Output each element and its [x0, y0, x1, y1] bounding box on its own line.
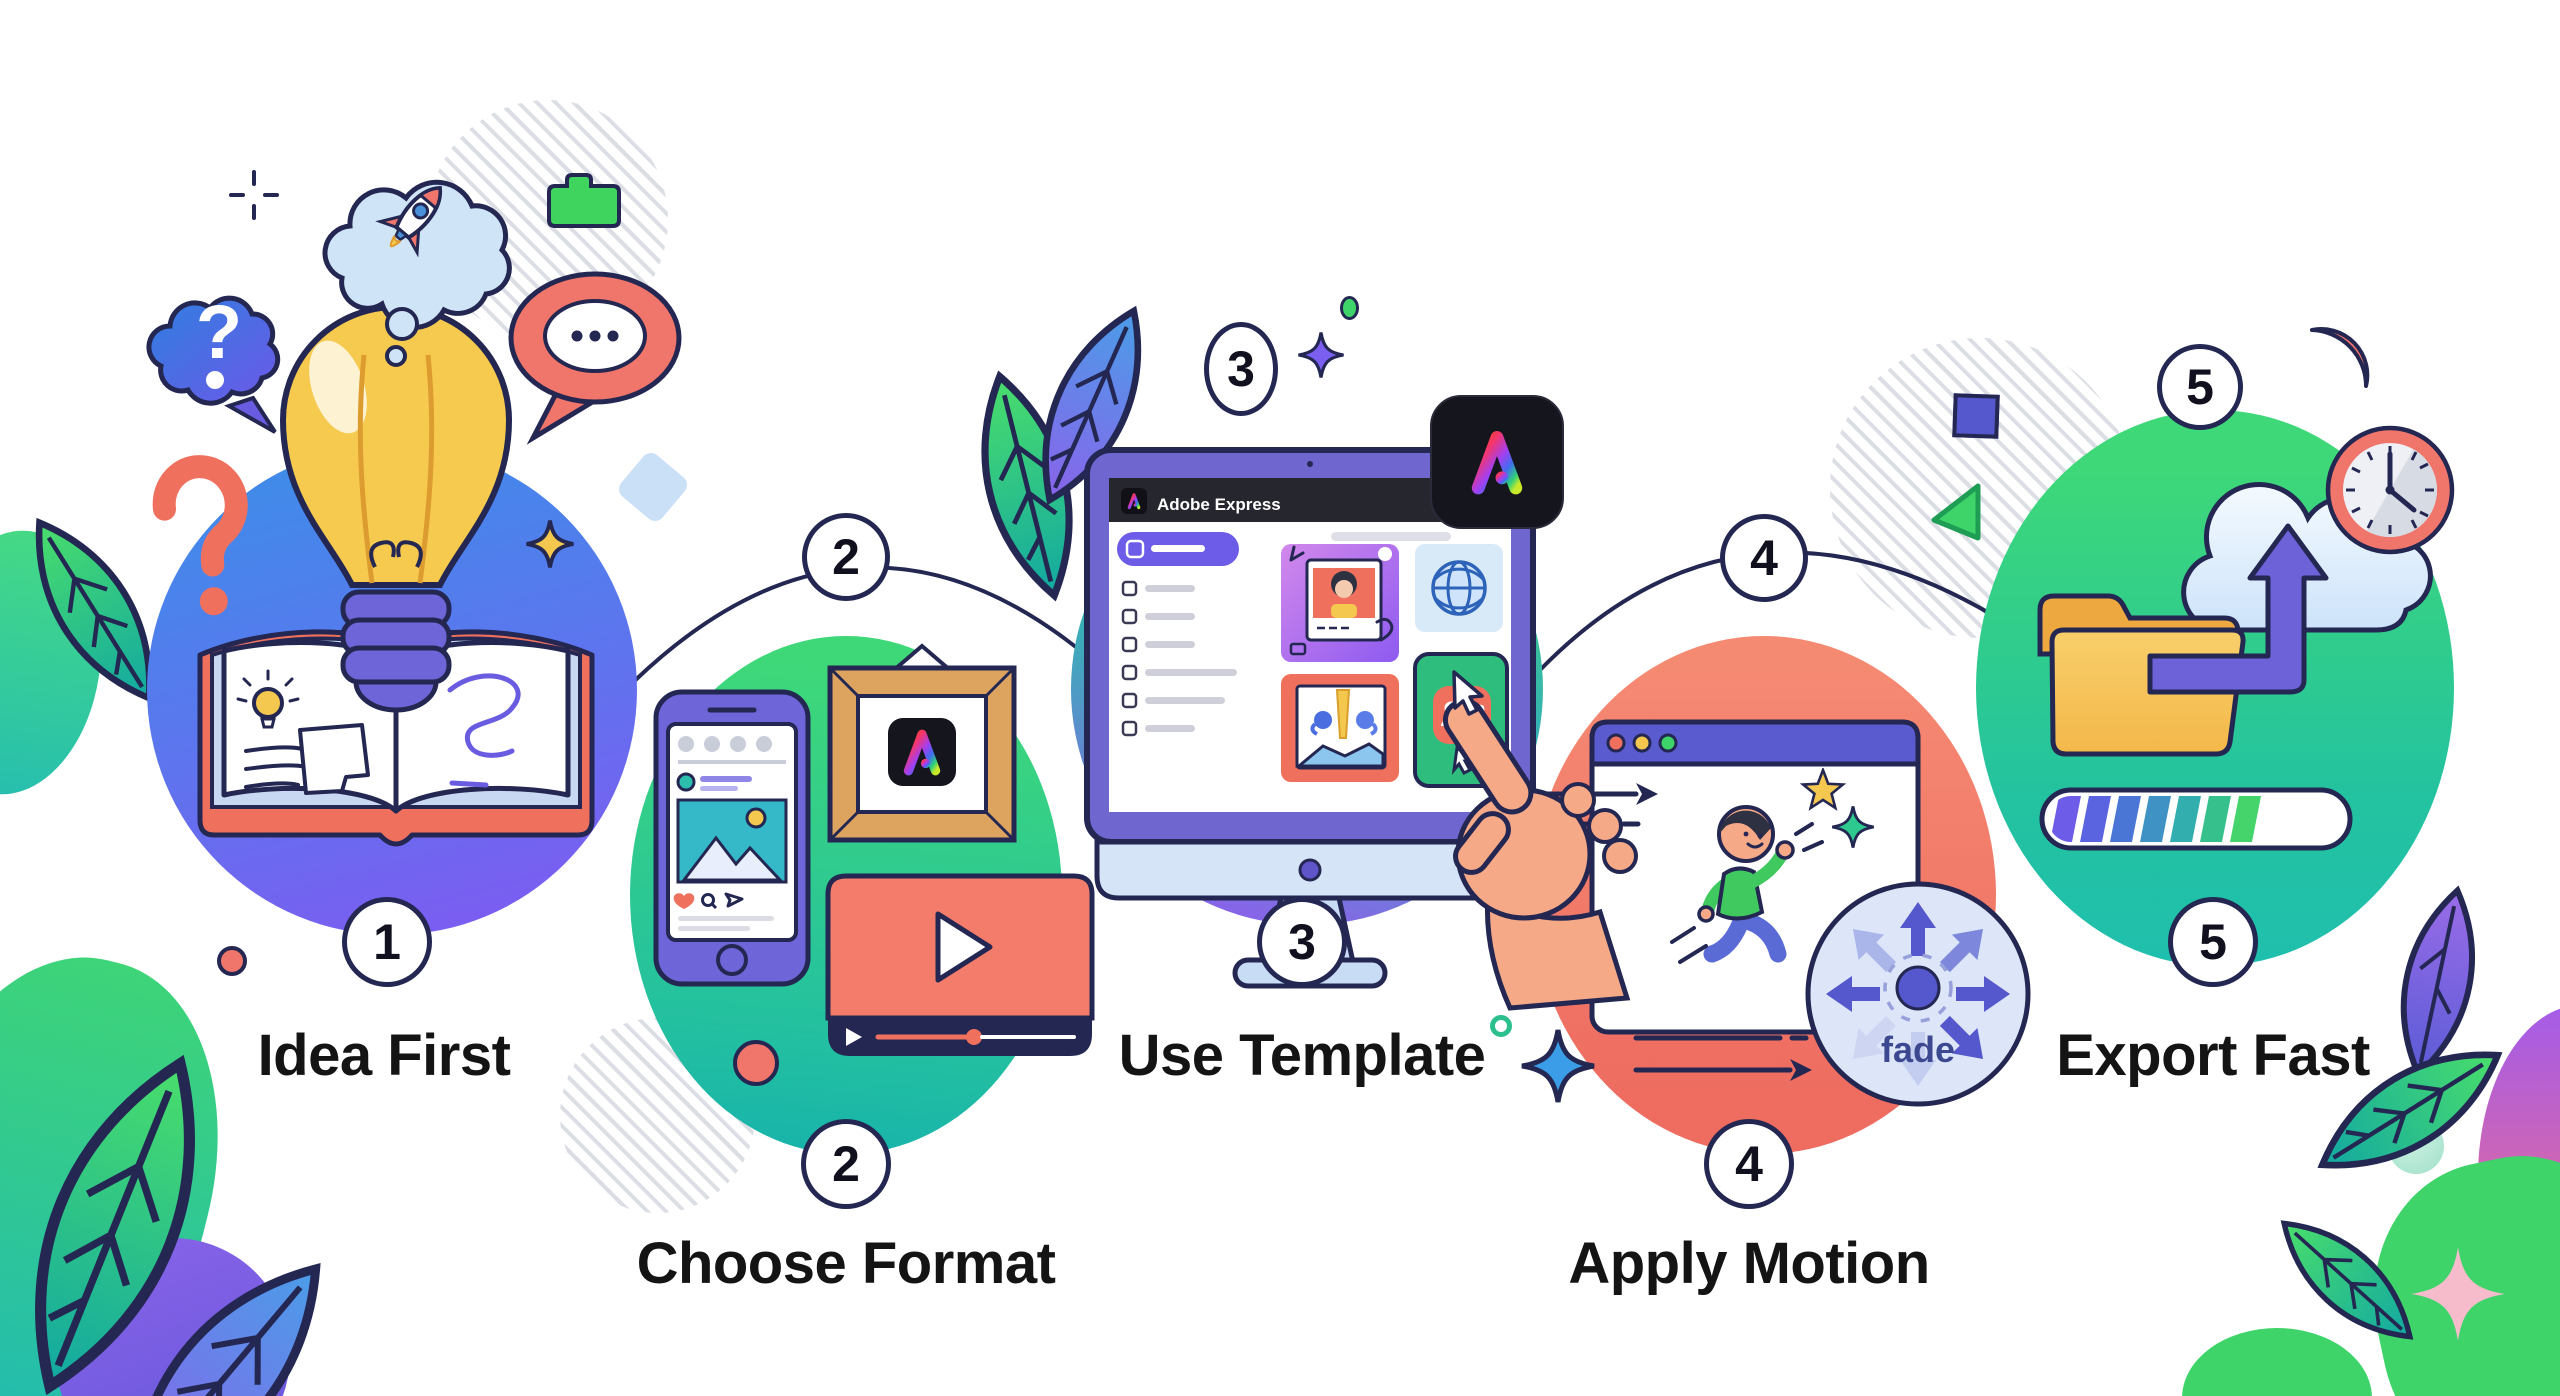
step5-badge: 5 [2168, 897, 2258, 987]
teal-ring-dot [1490, 1015, 1512, 1037]
step4-number: 4 [1735, 1136, 1763, 1192]
template-card-scene [1281, 674, 1399, 782]
question-mark-icon [152, 455, 248, 616]
video-player-icon [825, 873, 1095, 1056]
blue-sparkle-icon [1518, 1026, 1598, 1106]
step5-number: 5 [2199, 914, 2227, 970]
step4-badge-top: 4 [1720, 514, 1808, 602]
step5-label: Export Fast [2056, 1023, 2370, 1088]
step4-number-top: 4 [1750, 530, 1778, 586]
rocket-icon [375, 185, 443, 258]
step1-number: 1 [373, 914, 401, 970]
step2-badge-top: 2 [802, 513, 890, 601]
upload-arrow-icon [2147, 523, 2329, 695]
step3-number-top: 3 [1227, 341, 1255, 397]
svg-text:?: ? [196, 290, 242, 375]
step4-badge: 4 [1704, 1119, 1794, 1209]
purple-sparkle-icon [1296, 330, 1346, 380]
smartphone-social-post-icon [653, 689, 811, 987]
coral-circle-step2 [733, 1040, 779, 1086]
step1-label: Idea First [257, 1023, 511, 1088]
step2-number: 2 [832, 1136, 860, 1192]
crescent-icon [2310, 327, 2370, 388]
step1-badge: 1 [342, 897, 432, 987]
clock-icon [2325, 425, 2455, 555]
template-card-globe [1415, 544, 1503, 632]
runner-character [1670, 805, 1824, 964]
pink-sparkle-icon [2411, 1247, 2505, 1341]
motion-arrows-bottom-icon [1633, 1035, 1812, 1081]
step3-number: 3 [1288, 914, 1316, 970]
monitor-app-title: Adobe Express [1157, 495, 1281, 514]
template-card-photo [1281, 544, 1399, 662]
step3-label: Use Template [1118, 1023, 1486, 1088]
step2-label: Choose Format [636, 1231, 1056, 1296]
step3-badge-top: 3 [1204, 322, 1278, 416]
progress-bar-icon [2039, 787, 2353, 851]
step2-badge: 2 [801, 1119, 891, 1209]
step4-label: Apply Motion [1568, 1231, 1930, 1296]
speech-bubble-icon [508, 271, 682, 445]
leaf-bottom-left-blue-icon [125, 1222, 325, 1396]
crosshair-icon [229, 170, 279, 220]
step5-badge-top: 5 [2157, 344, 2243, 430]
step2-number-top: 2 [832, 529, 860, 585]
question-cloud-icon: ? [146, 290, 281, 434]
green-dot-step3 [1340, 296, 1359, 320]
step3-badge: 3 [1257, 897, 1347, 987]
purple-square-icon [1952, 393, 2000, 439]
thought-cloud-rocket-icon [322, 179, 512, 367]
green-triangle-icon [1931, 483, 1981, 541]
adobe-express-app-icon [1430, 395, 1564, 529]
monitor-sidebar [1117, 532, 1239, 737]
fade-dial-icon: fade [1805, 881, 2031, 1107]
lightbulb-book-icon [197, 304, 595, 847]
fade-label: fade [1881, 1029, 1955, 1070]
picture-frame-adobe-logo-icon [827, 643, 1017, 843]
yellow-sparkle-icon [524, 518, 576, 570]
mouse-cursor-icon [1452, 670, 1484, 716]
camera-icon [547, 173, 621, 228]
coral-dot-step1 [217, 946, 247, 976]
hand-cursor-icon [1442, 698, 1638, 1011]
step5-number-top: 5 [2186, 359, 2214, 415]
